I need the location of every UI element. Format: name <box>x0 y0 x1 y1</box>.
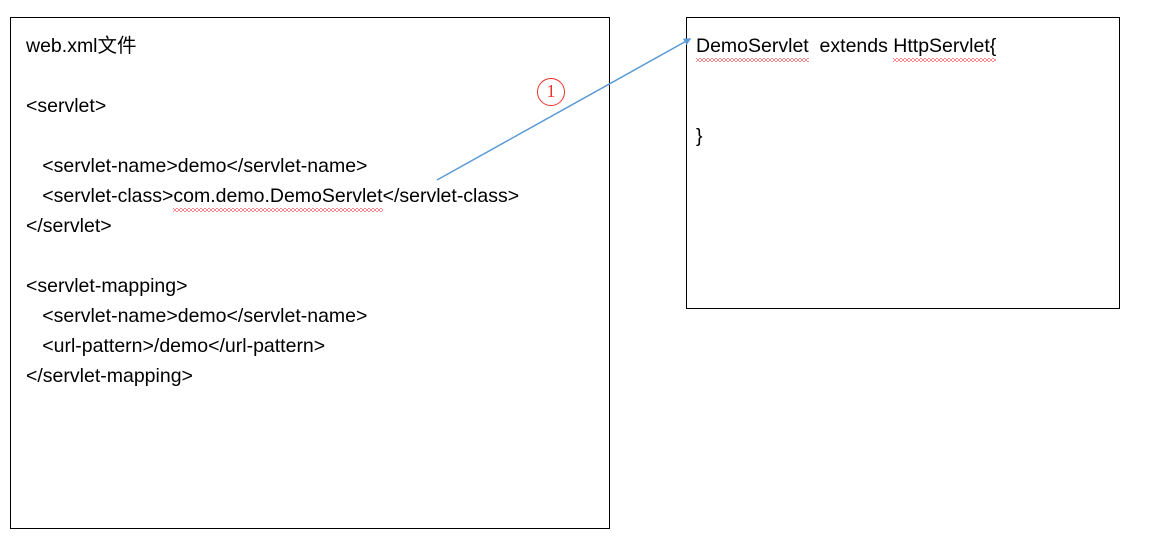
servlet-mapping-close-tag: </servlet-mapping> <box>26 365 193 387</box>
servlet-mapping-block: <servlet-mapping> <servlet-name>demo</se… <box>26 271 367 391</box>
java-class-box: DemoServlet extends HttpServlet{ } <box>686 17 1120 309</box>
servlet-declaration-block: <servlet> <servlet-name>demo</servlet-na… <box>26 91 519 241</box>
servlet-class-open-tag: <servlet-class> <box>42 185 174 207</box>
web-xml-box: web.xml文件 <servlet> <servlet-name>demo</… <box>10 17 610 529</box>
servlet-close-tag: </servlet> <box>26 215 112 237</box>
servlet-name-line: <servlet-name>demo</servlet-name> <box>42 155 368 177</box>
mapping-url-pattern-line: <url-pattern>/demo</url-pattern> <box>26 335 326 357</box>
servlet-open-tag: <servlet> <box>26 95 107 117</box>
servlet-class-value: com.demo.DemoServlet <box>173 181 383 212</box>
servlet-class-indent <box>26 185 42 207</box>
servlet-class-close-tag: </servlet-class> <box>382 185 520 207</box>
closing-brace: } <box>696 125 703 147</box>
class-signature-line: DemoServlet extends HttpServlet{ <box>696 31 996 62</box>
class-name: DemoServlet <box>696 31 809 62</box>
servlet-mapping-open-tag: <servlet-mapping> <box>26 275 188 297</box>
annotation-marker-1: 1 <box>537 78 565 106</box>
mapping-servlet-name-line: <servlet-name>demo</servlet-name> <box>26 305 368 327</box>
super-class-name: HttpServlet{ <box>893 31 996 62</box>
servlet-name-indent <box>26 155 42 177</box>
extends-keyword: extends <box>808 35 894 57</box>
web-xml-title: web.xml文件 <box>26 35 137 57</box>
